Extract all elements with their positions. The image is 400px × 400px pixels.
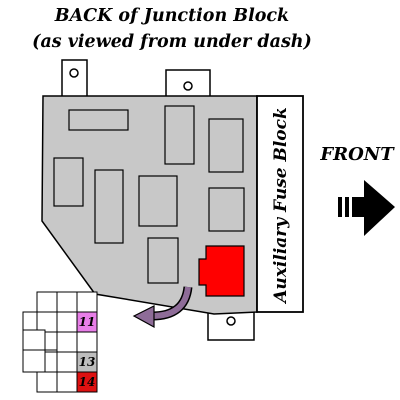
fuse-cell <box>56 371 78 393</box>
fuse-cell <box>22 349 46 373</box>
fuse-number-label: 14 <box>79 375 96 389</box>
connector-socket <box>164 105 195 165</box>
fuse-cell <box>44 351 58 373</box>
mounting-tab-top-left <box>61 59 88 99</box>
fuse-number-label: 13 <box>79 355 96 369</box>
mounting-tab-top-right <box>165 69 211 101</box>
fuse-number-label: 11 <box>79 315 96 329</box>
fuse-cell-highlighted-13: 13 <box>76 351 98 373</box>
fuse-cell <box>56 291 78 313</box>
fuse-cell <box>56 351 78 373</box>
fuse-cell <box>36 291 58 313</box>
connector-socket <box>208 187 245 232</box>
fuse-cell <box>56 331 78 353</box>
fuse-cell-highlighted-11: 11 <box>76 311 98 333</box>
connector-socket <box>53 157 84 207</box>
connector-sockets <box>53 105 245 284</box>
connector-socket <box>68 109 129 131</box>
fuse-cell <box>36 371 58 393</box>
connector-socket <box>147 237 179 284</box>
fuse-cell <box>36 311 58 333</box>
title-line-1: BACK of Junction Block <box>54 6 289 26</box>
connector-socket <box>94 169 124 244</box>
auxiliary-fuse-block-label: Auxiliary Fuse Block <box>271 107 291 305</box>
connector-socket <box>208 118 244 173</box>
fuse-cell <box>76 331 98 353</box>
fuse-cell <box>22 329 46 351</box>
fuse-cell-highlighted-14: 14 <box>76 371 98 393</box>
title-line-2: (as viewed from under dash) <box>32 32 312 52</box>
fuse-cell <box>44 331 58 351</box>
right-arrow-icon <box>338 180 395 236</box>
highlighted-connector <box>198 245 245 297</box>
fuse-cell <box>22 311 38 331</box>
fuse-cell <box>56 311 78 333</box>
fuse-cell <box>76 291 98 313</box>
front-label: FRONT <box>319 144 395 165</box>
curved-pointer-arrow-icon <box>132 286 193 329</box>
auxiliary-fuse-block <box>256 95 304 313</box>
connector-socket <box>138 175 178 227</box>
